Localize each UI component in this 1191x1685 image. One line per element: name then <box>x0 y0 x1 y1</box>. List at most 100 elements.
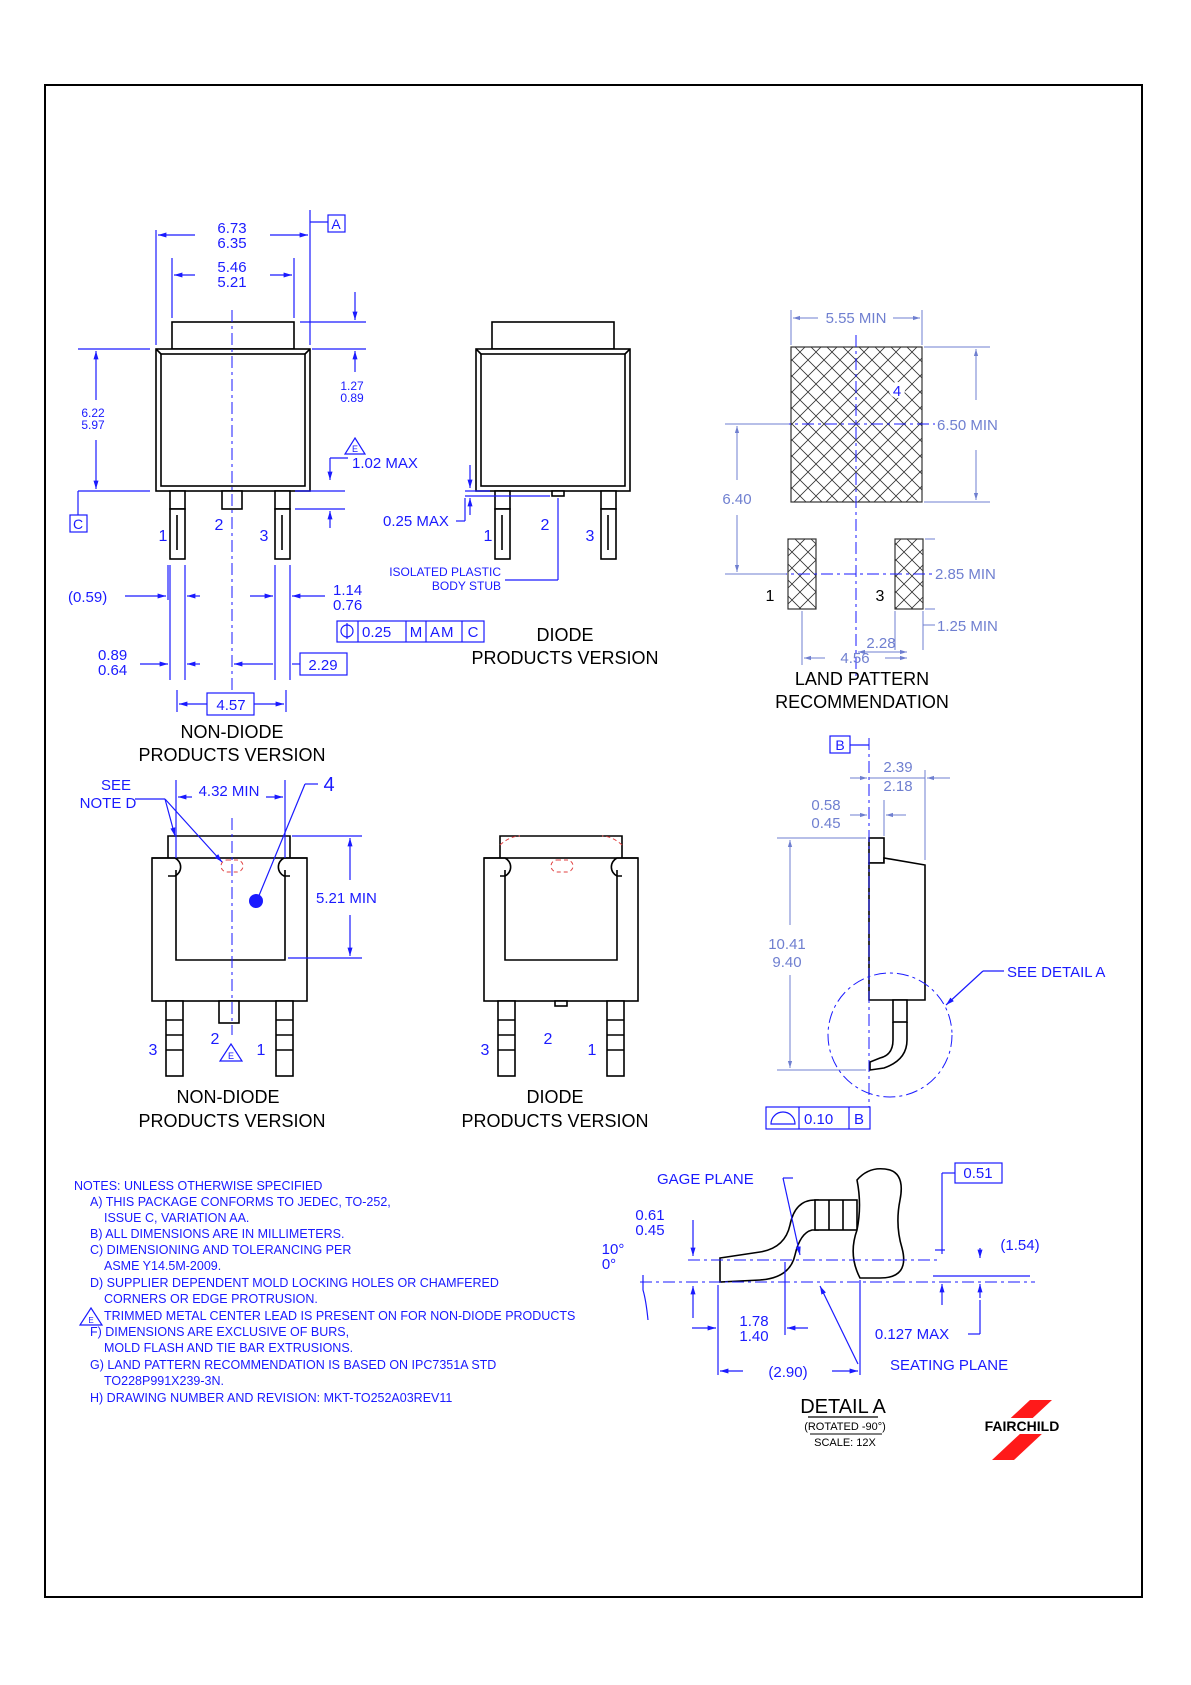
bottom-mid-view: 3 2 1 DIODE PRODUCTS VERSION <box>461 835 649 1131</box>
fcf-am: M <box>441 624 454 641</box>
see-note-d: NOTE D <box>80 795 137 812</box>
note-line: F) DIMENSIONS ARE EXCLUSIVE OF BURS, <box>90 1325 349 1339</box>
caption-recommendation: RECOMMENDATION <box>775 692 949 712</box>
side-dim-t1: 2.39 <box>883 759 912 776</box>
bottom-dim-h: 5.21 MIN <box>316 890 377 907</box>
detail-dim-p: (1.54) <box>1000 1237 1039 1254</box>
pin3-label: 3 <box>586 528 595 545</box>
caption-non-diode-top: NON-DIODE <box>181 722 284 742</box>
caption-products-version-top-mid: PRODUCTS VERSION <box>471 648 658 668</box>
land-pin1: 1 <box>766 588 775 605</box>
land-dim-total: 6.40 <box>722 491 751 508</box>
side-dim-t2: 2.18 <box>883 778 912 795</box>
note-line: B) ALL DIMENSIONS ARE IN MILLIMETERS. <box>90 1227 344 1241</box>
detail-dim-f1: 1.78 <box>739 1313 768 1330</box>
dim-span: 4.57 <box>216 697 245 714</box>
fairchild-logo: FAIRCHILD <box>962 1400 1082 1460</box>
flatness-datum: B <box>854 1111 864 1128</box>
caption-products-version-top: PRODUCTS VERSION <box>138 745 325 765</box>
note-line: CORNERS OR EDGE PROTRUSION. <box>104 1292 318 1306</box>
detail-rotated: (ROTATED -90°) <box>804 1421 886 1433</box>
caption-products-version-bottom: PRODUCTS VERSION <box>138 1111 325 1131</box>
top-mid-view: 0.25 MAX 1 2 3 ISOLATED PLASTIC BODY STU… <box>383 321 659 668</box>
caption-diode-bottom: DIODE <box>526 1087 583 1107</box>
note-line: H) DRAWING NUMBER AND REVISION: MKT-TO25… <box>90 1391 452 1405</box>
land-note-4: 4 <box>893 383 901 400</box>
pin1-label: 1 <box>588 1042 597 1059</box>
land-dim-w: 5.55 MIN <box>826 310 887 327</box>
dim-r1: 1.27 <box>340 379 364 393</box>
detail-ang2: 0° <box>602 1256 616 1273</box>
detail-scale: SCALE: 12X <box>814 1437 876 1449</box>
pin1-label: 1 <box>159 528 168 545</box>
see-detail-a: SEE DETAIL A <box>1007 964 1105 981</box>
note-e-flag: E <box>228 1051 234 1061</box>
caption-non-diode-bottom: NON-DIODE <box>177 1087 280 1107</box>
dim-r2: 0.89 <box>340 391 364 405</box>
fcf-a: A <box>430 624 440 641</box>
dim-max-top: 1.02 MAX <box>352 455 418 472</box>
flatness-value: 0.10 <box>804 1111 833 1128</box>
dim-a1: 6.73 <box>217 220 246 237</box>
dim-a2: 6.35 <box>217 235 246 252</box>
detail-dim-g1: 0.61 <box>635 1207 664 1224</box>
stub-label-1: ISOLATED PLASTIC <box>389 565 501 579</box>
side-dim-s1: 0.58 <box>811 797 840 814</box>
dim-h1: 6.22 <box>81 406 105 420</box>
land-pattern-view: 5.55 MIN 6.50 MIN 4 6.40 1 3 2.85 MIN 1.… <box>722 310 998 712</box>
fcf-c: C <box>468 624 479 641</box>
pin3-label: 3 <box>149 1042 158 1059</box>
bottom-left-view: SEE NOTE D 4.32 MIN 4 5.21 MIN 3 2 1 E N… <box>80 774 377 1131</box>
gage-plane: GAGE PLANE <box>657 1171 754 1188</box>
note-line: A) THIS PACKAGE CONFORMS TO JEDEC, TO-25… <box>90 1195 391 1209</box>
detail-dim-g2: 0.45 <box>635 1222 664 1239</box>
land-dim-p2: 4.56 <box>840 650 869 667</box>
pin2-label: 2 <box>211 1031 220 1048</box>
land-dim-h: 6.50 MIN <box>937 417 998 434</box>
side-dim-l1: 10.41 <box>768 936 806 953</box>
dim-025-max: 0.25 MAX <box>383 513 449 530</box>
detail-dim-paren: (2.90) <box>768 1364 807 1381</box>
note-line: NOTES: UNLESS OTHERWISE SPECIFIED <box>74 1179 322 1193</box>
land-dim-pad-h: 2.85 MIN <box>935 566 996 583</box>
note-line: TO228P991X239-3N. <box>104 1374 224 1388</box>
note-line: MOLD FLASH AND TIE BAR EXTRUSIONS. <box>104 1341 353 1355</box>
seating-plane: SEATING PLANE <box>890 1357 1008 1374</box>
caption-diode-top: DIODE <box>536 625 593 645</box>
datum-a: A <box>331 216 341 232</box>
datum-c: C <box>73 516 83 532</box>
land-pin3: 3 <box>876 588 885 605</box>
side-dim-l2: 9.40 <box>772 954 801 971</box>
land-dim-pad-w: 1.25 MIN <box>937 618 998 635</box>
caption-products-version-bottom-mid: PRODUCTS VERSION <box>461 1111 648 1131</box>
see-label: SEE <box>101 777 131 794</box>
dim-l2: 0.76 <box>333 597 362 614</box>
caption-land-pattern: LAND PATTERN <box>795 669 929 689</box>
detail-a-view: GAGE PLANE 0.51 0.61 0.45 (1.54) 10° 0° … <box>602 1162 1040 1449</box>
dim-h2: 5.97 <box>81 418 105 432</box>
note-line: TRIMMED METAL CENTER LEAD IS PRESENT ON … <box>104 1309 575 1323</box>
pin1-label: 1 <box>257 1042 266 1059</box>
stub-label-2: BODY STUB <box>432 579 501 593</box>
detail-dim-max: 0.127 MAX <box>875 1326 949 1343</box>
fcf-m: M <box>410 624 423 641</box>
pin2-label: 2 <box>541 517 550 534</box>
notes-block: NOTES: UNLESS OTHERWISE SPECIFIED A) THI… <box>74 1179 575 1405</box>
fcf-value: 0.25 <box>362 624 391 641</box>
detail-a-title: DETAIL A <box>800 1396 886 1418</box>
drawing-border <box>44 84 1143 1598</box>
datum-b: B <box>835 737 844 753</box>
dim-pitch: 2.29 <box>308 657 337 674</box>
bottom-dim-w: 4.32 MIN <box>199 783 260 800</box>
note-line: ISSUE C, VARIATION AA. <box>104 1211 249 1225</box>
pin3-label: 3 <box>481 1042 490 1059</box>
fairchild-logo-text: FAIRCHILD <box>985 1418 1060 1434</box>
side-dim-s2: 0.45 <box>811 815 840 832</box>
note-line: G) LAND PATTERN RECOMMENDATION IS BASED … <box>90 1358 496 1372</box>
note-e-flag: E <box>88 1316 93 1325</box>
bottom-note-4: 4 <box>323 774 334 796</box>
side-view: B 2.39 2.18 0.58 0.45 10.41 9.40 SEE DET… <box>765 735 1105 1130</box>
dim-b2: 5.21 <box>217 274 246 291</box>
dim-b1: 5.46 <box>217 259 246 276</box>
